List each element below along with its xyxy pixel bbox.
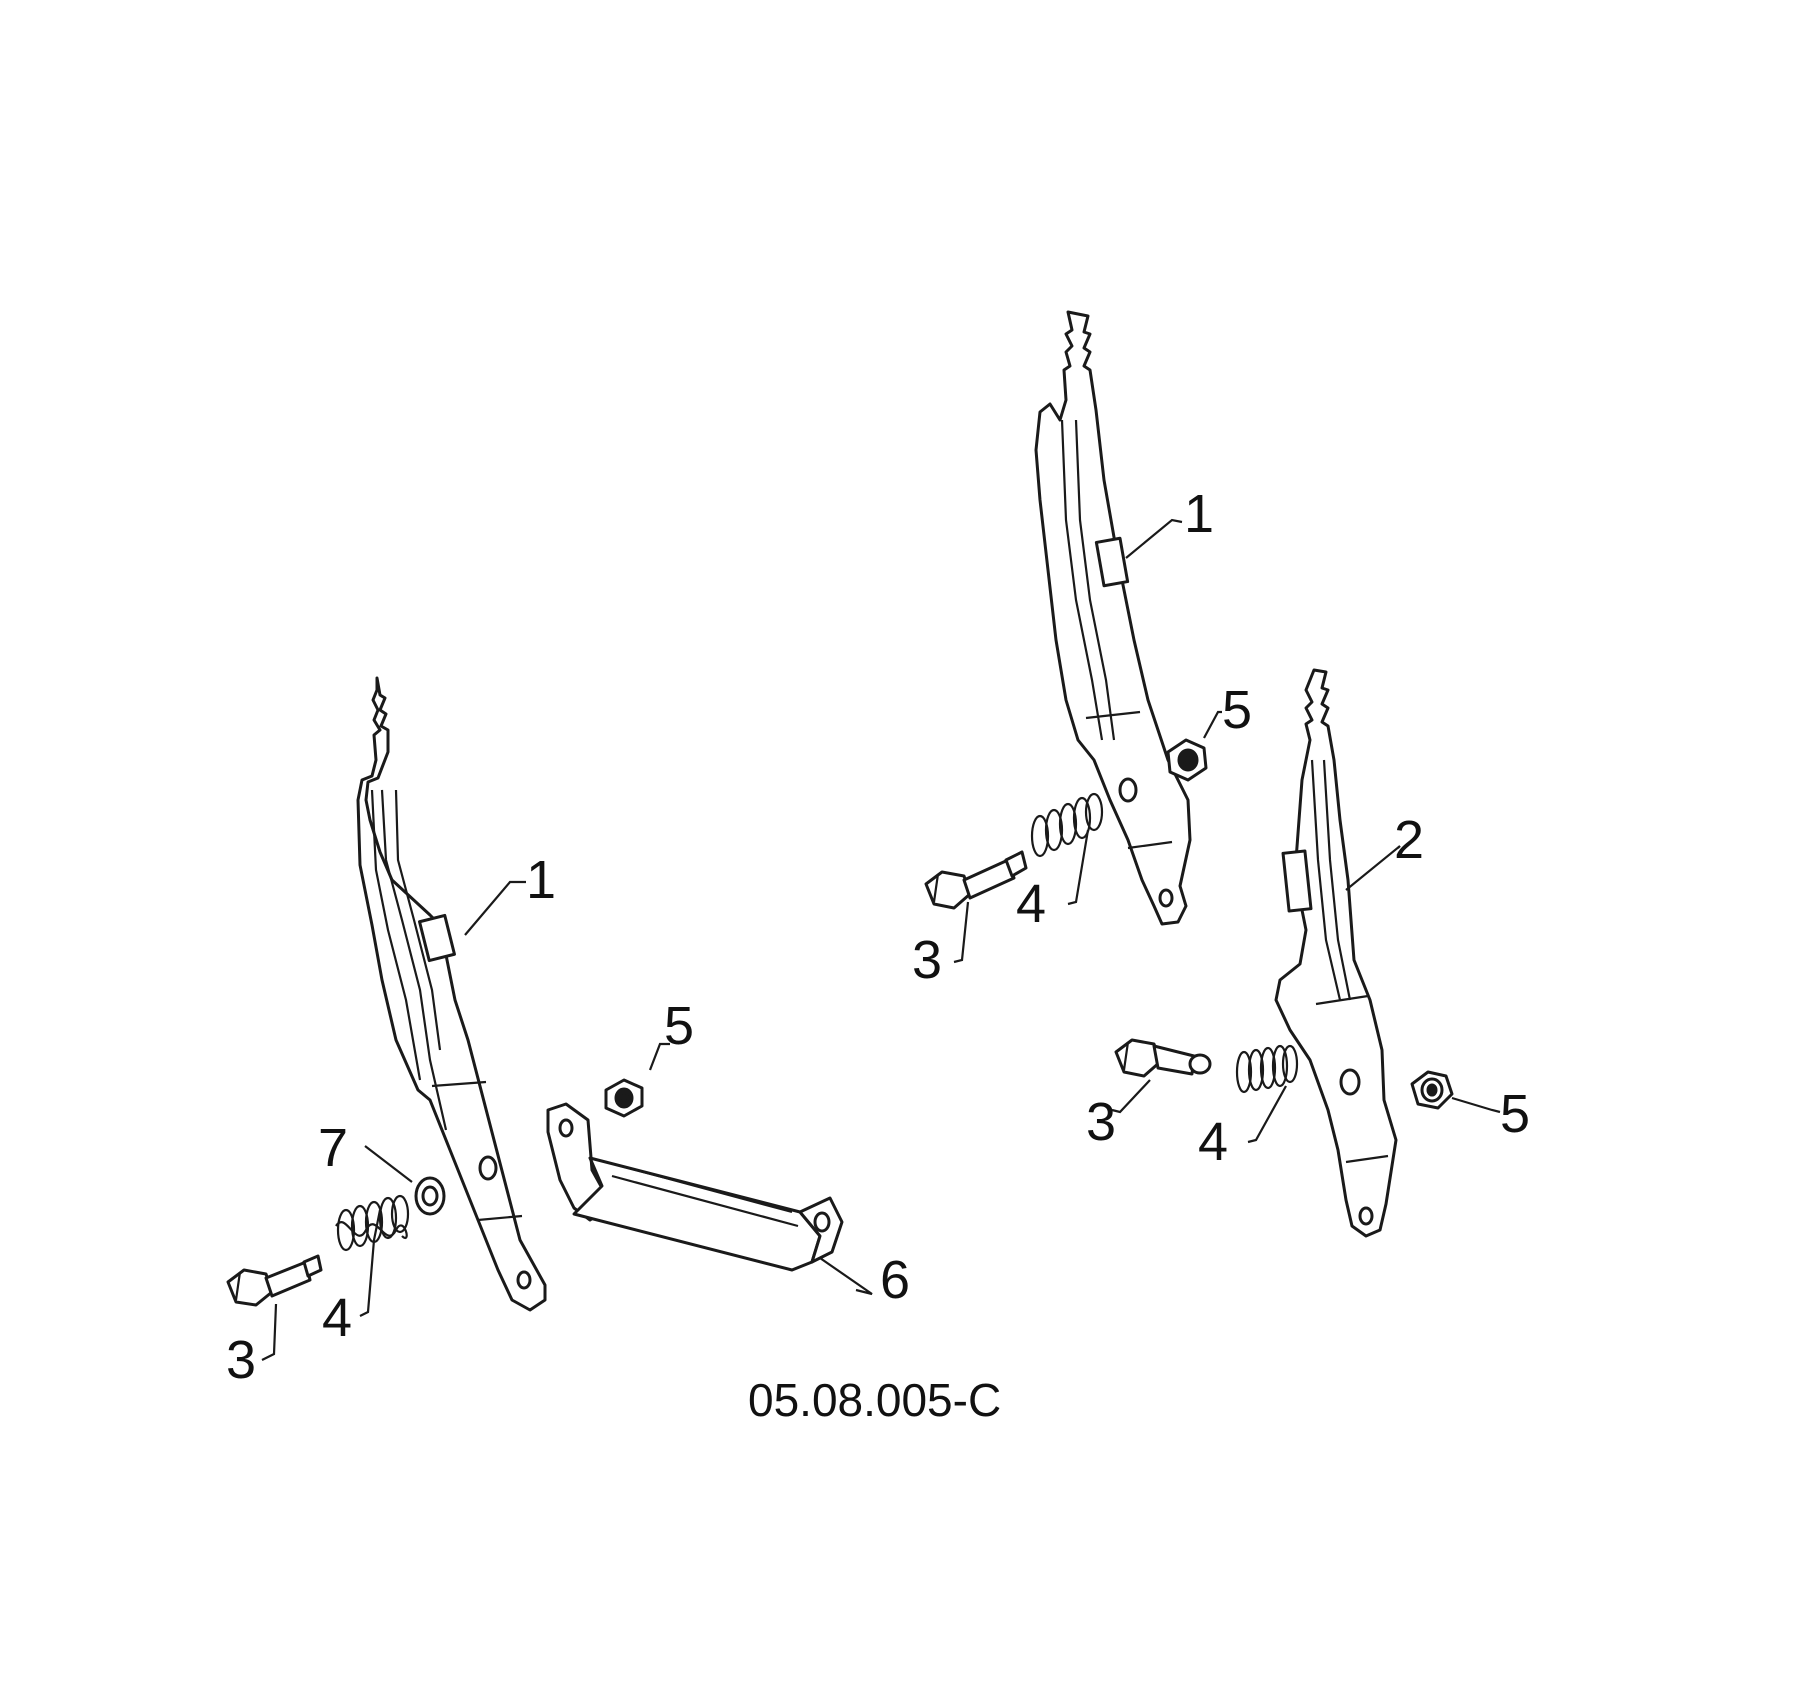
nut-right (1410, 1070, 1454, 1110)
callout-7-left-washer: 7 (318, 1118, 348, 1178)
lever-arm-right (1274, 668, 1398, 1238)
callout-6-left-bracket: 6 (880, 1250, 910, 1310)
bracket-left (546, 1102, 844, 1272)
lever-arm-left (356, 676, 547, 1312)
spring-left (335, 1194, 410, 1252)
callout-1-middle-lever: 1 (1184, 484, 1214, 544)
callout-3-middle-bolt: 3 (912, 930, 942, 990)
callout-1-left-lever: 1 (526, 850, 556, 910)
bolt-right (1114, 1038, 1212, 1078)
callout-3-left-bolt: 3 (226, 1330, 256, 1390)
nut-middle (1166, 738, 1208, 782)
washer-left (414, 1176, 446, 1216)
leader-lines (261, 518, 1501, 1361)
callout-4-right-spring: 4 (1198, 1112, 1228, 1172)
callout-4-middle-spring: 4 (1016, 874, 1046, 934)
callout-3-right-bolt: 3 (1086, 1092, 1116, 1152)
diagram-reference-code: 05.08.005-C (748, 1374, 1001, 1426)
callout-5-middle-nut: 5 (1222, 680, 1252, 740)
bolt-middle (924, 850, 1028, 910)
callout-4-left-spring: 4 (322, 1288, 352, 1348)
lever-arm-middle (1034, 310, 1192, 926)
callout-5-left-nut: 5 (664, 996, 694, 1056)
callout-5-right-nut: 5 (1500, 1084, 1530, 1144)
spring-middle (1030, 792, 1104, 858)
nut-left (604, 1078, 644, 1118)
spring-right (1235, 1044, 1299, 1094)
bolt-left (226, 1254, 323, 1307)
callout-2-right-lever: 2 (1394, 810, 1424, 870)
